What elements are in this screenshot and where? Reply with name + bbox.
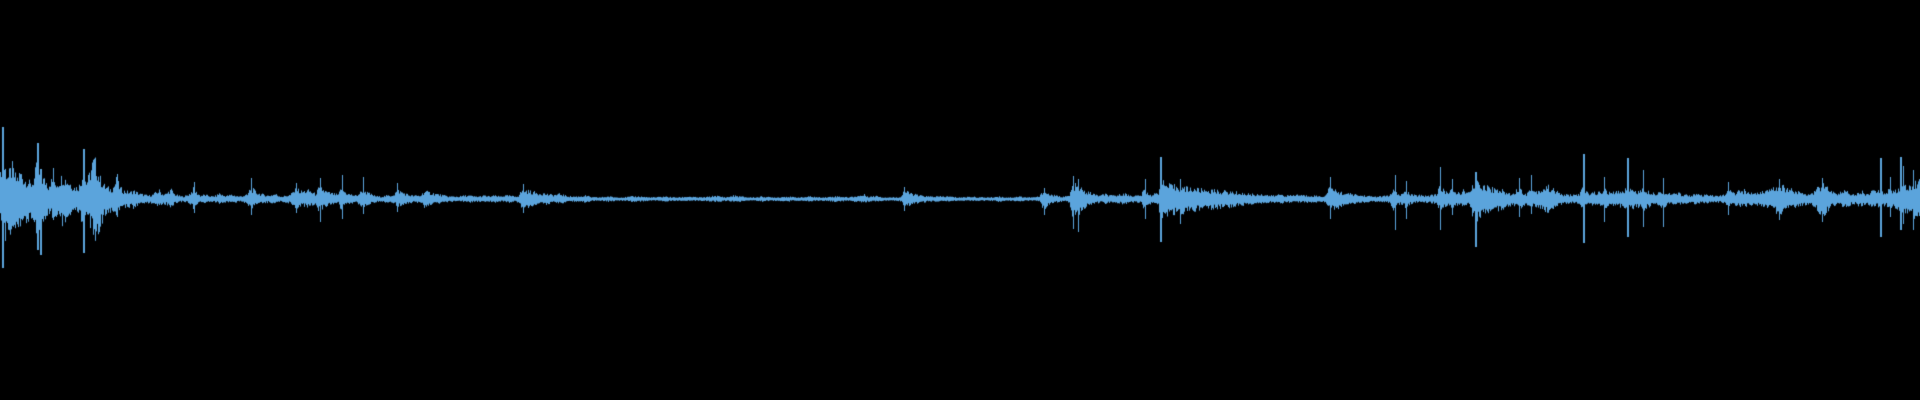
audio-waveform-canvas[interactable] — [0, 0, 1920, 400]
waveform-player[interactable] — [0, 0, 1920, 400]
